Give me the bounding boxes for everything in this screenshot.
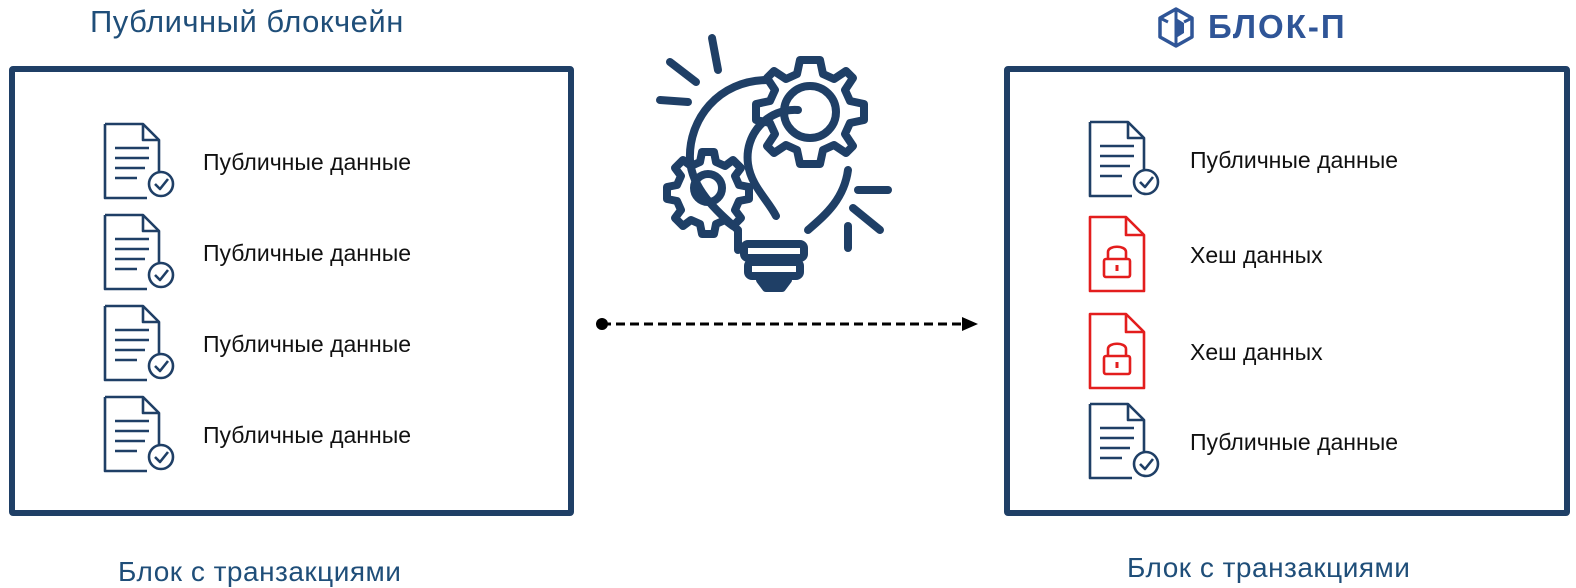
list-item: Публичные данные xyxy=(101,395,411,475)
item-label: Публичные данные xyxy=(203,240,411,267)
document-check-icon xyxy=(1086,120,1166,200)
list-item: Хеш данных xyxy=(1086,312,1323,392)
item-label: Публичные данные xyxy=(1190,147,1398,174)
item-label: Хеш данных xyxy=(1190,242,1323,269)
list-item: Публичные данные xyxy=(101,304,411,384)
document-check-icon xyxy=(101,395,181,475)
list-item: Хеш данных xyxy=(1086,215,1323,295)
logo-text: БЛОК-П xyxy=(1208,8,1347,46)
right-block-panel: Публичные данные Хеш данных Хеш данных xyxy=(1004,66,1570,516)
document-check-icon xyxy=(101,122,181,202)
document-check-icon xyxy=(1086,402,1166,482)
item-label: Публичные данные xyxy=(203,331,411,358)
left-block-panel: Публичные данные Публичные данные Публич… xyxy=(9,66,574,516)
list-item: Публичные данные xyxy=(1086,402,1398,482)
blok-p-logo: БЛОК-П xyxy=(1156,6,1347,48)
dashed-arrow xyxy=(592,312,984,336)
item-label: Публичные данные xyxy=(1190,429,1398,456)
document-check-icon xyxy=(101,304,181,384)
document-lock-icon xyxy=(1086,215,1166,295)
item-label: Хеш данных xyxy=(1190,339,1323,366)
list-item: Публичные данные xyxy=(1086,120,1398,200)
item-label: Публичные данные xyxy=(203,149,411,176)
left-caption: Блок с транзакциями xyxy=(118,556,401,588)
lightbulb-gears-icon xyxy=(648,30,908,295)
left-title: Публичный блокчейн xyxy=(90,4,404,40)
right-caption: Блок с транзакциями xyxy=(1127,552,1410,584)
document-lock-icon xyxy=(1086,312,1166,392)
list-item: Публичные данные xyxy=(101,122,411,202)
document-check-icon xyxy=(101,213,181,293)
item-label: Публичные данные xyxy=(203,422,411,449)
cube-logo-icon xyxy=(1156,6,1196,48)
list-item: Публичные данные xyxy=(101,213,411,293)
